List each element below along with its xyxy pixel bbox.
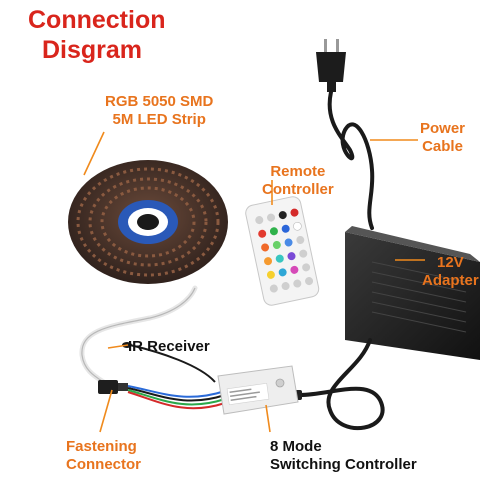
leader-lines <box>83 131 425 433</box>
remote-line-2: Controller <box>262 180 334 198</box>
remote-controller <box>245 196 320 306</box>
adapter-line-1: 12V <box>436 254 464 271</box>
dc-output-cable <box>298 338 385 431</box>
ir-receiver-cable <box>129 344 216 383</box>
title-line-2: Disgram <box>42 35 143 64</box>
adapter-line-2: Adapter <box>422 271 479 289</box>
diagram-title: Connection Disgram <box>28 6 166 65</box>
switching-line-2: Switching Controller <box>270 455 417 473</box>
fastening-line-2: Connector <box>66 455 141 473</box>
switching-line-1: 8 Mode <box>270 438 322 455</box>
led-strip-line-2: 5M LED Strip <box>112 110 206 128</box>
label-led-strip: RGB 5050 SMD 5M LED Strip <box>105 93 213 128</box>
strip-lead <box>79 285 198 388</box>
switching-controller <box>217 365 299 415</box>
adapter-12v <box>345 226 480 360</box>
power-cable-line-1: Power <box>420 120 466 137</box>
title-line-1: Connection <box>28 6 166 34</box>
power-plug <box>316 39 346 92</box>
label-remote-controller: Remote Controller <box>262 163 334 198</box>
fastening-line-1: Fastening <box>66 438 137 455</box>
led-strip-reel <box>68 160 228 284</box>
power-cable <box>327 90 375 230</box>
led-strip-line-1: RGB 5050 SMD <box>105 93 214 110</box>
fastening-connector <box>98 380 128 394</box>
ir-receiver-line-1: IR Receiver <box>128 338 210 355</box>
label-fastening-connector: Fastening Connector <box>66 438 141 473</box>
label-switching-controller: 8 Mode Switching Controller <box>270 438 417 473</box>
remote-line-1: Remote <box>270 163 326 180</box>
label-power-cable: Power Cable <box>420 120 465 155</box>
power-cable-line-2: Cable <box>422 137 463 155</box>
label-adapter: 12V Adapter <box>422 254 479 289</box>
label-ir-receiver: IR Receiver <box>128 338 210 356</box>
